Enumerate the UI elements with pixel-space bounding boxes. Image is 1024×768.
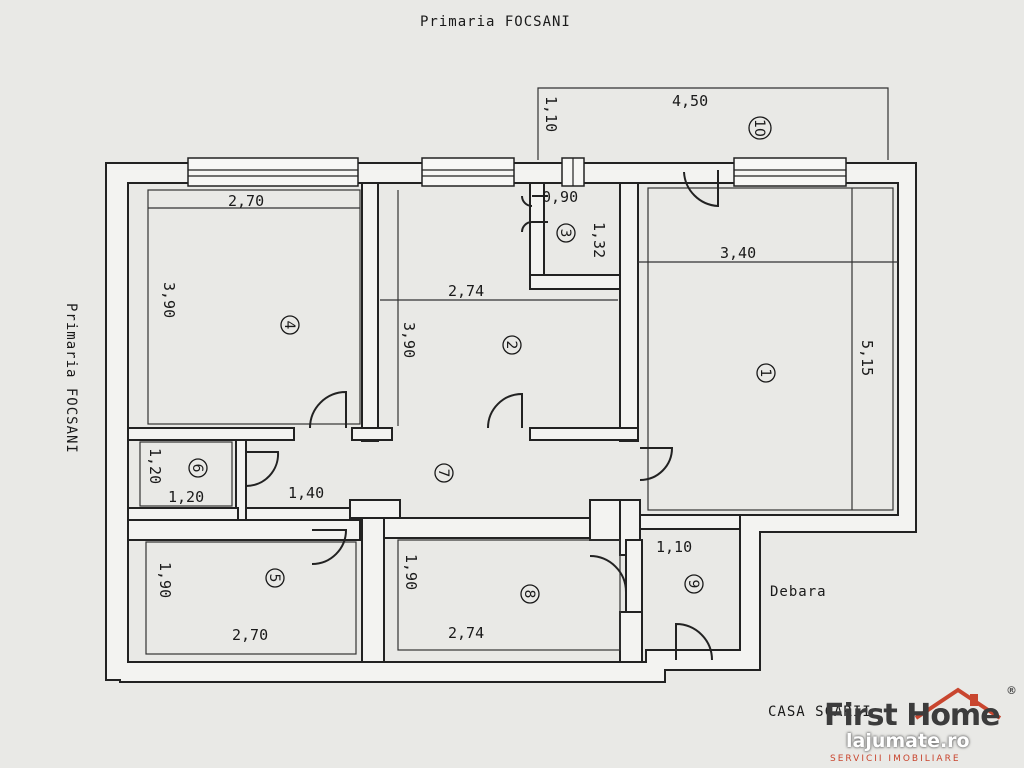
dim-room1-depth: 5,15 bbox=[858, 340, 876, 376]
brand-tagline: SERVICII IMOBILIARE bbox=[830, 754, 961, 764]
balcony-outline bbox=[537, 87, 889, 160]
svg-text:8: 8 bbox=[521, 590, 537, 599]
dim-room5-width: 2,70 bbox=[232, 626, 268, 644]
dim-room4-width: 2,70 bbox=[228, 192, 264, 210]
interior-walls bbox=[127, 182, 898, 663]
label-casa-scarii: CASA SCARII bbox=[768, 704, 872, 720]
dim-room8-depth: 1,90 bbox=[402, 554, 420, 590]
svg-text:6: 6 bbox=[189, 464, 205, 473]
room-number-5: 5 bbox=[265, 568, 285, 588]
window-room3 bbox=[561, 157, 585, 187]
svg-text:2: 2 bbox=[503, 341, 519, 350]
svg-text:5: 5 bbox=[266, 574, 282, 583]
dim-room3-depth: 1,32 bbox=[590, 222, 608, 258]
brand-registered-mark: ® bbox=[1006, 684, 1017, 697]
label-top-neighbor: Primaria FOCSANI bbox=[420, 14, 571, 30]
svg-text:4: 4 bbox=[281, 321, 297, 330]
brand-logo-house bbox=[914, 687, 1002, 720]
dim-room2-width: 2,74 bbox=[448, 282, 484, 300]
brand-watermark: lajumate.ro bbox=[846, 730, 970, 752]
svg-text:1: 1 bbox=[757, 369, 773, 378]
dim-room1-width: 3,40 bbox=[720, 244, 756, 262]
room-number-3: 3 bbox=[556, 223, 576, 243]
brand-name: First Home bbox=[824, 698, 1001, 733]
dim-room6-width: 1,20 bbox=[168, 488, 204, 506]
svg-text:10: 10 bbox=[751, 119, 767, 137]
door-balcony bbox=[683, 170, 719, 208]
dim-room5-depth: 1,90 bbox=[156, 562, 174, 598]
door-room3 bbox=[521, 195, 548, 233]
outer-wall bbox=[105, 162, 917, 683]
room-number-7: 7 bbox=[434, 463, 454, 483]
dim-room8-width: 2,74 bbox=[448, 624, 484, 642]
door-room8 bbox=[589, 555, 627, 593]
room-number-1: 1 bbox=[756, 363, 776, 383]
door-room2 bbox=[487, 392, 523, 429]
label-debara: Debara bbox=[770, 584, 827, 600]
room-number-6: 6 bbox=[188, 458, 208, 478]
door-room4 bbox=[309, 390, 347, 429]
label-left-neighbor: Primaria FOCSANI bbox=[63, 303, 79, 454]
svg-text:3: 3 bbox=[557, 229, 573, 238]
dim-hall-width: 1,40 bbox=[288, 484, 324, 502]
dim-room2-depth: 3,90 bbox=[400, 322, 418, 358]
door-room9 bbox=[675, 622, 713, 661]
dim-room9-width: 1,10 bbox=[656, 538, 692, 556]
dim-balcony-depth: 1,10 bbox=[542, 96, 560, 132]
room-number-9: 9 bbox=[684, 574, 704, 594]
svg-text:9: 9 bbox=[685, 580, 701, 589]
room-number-10: 10 bbox=[748, 116, 772, 140]
door-room6 bbox=[245, 451, 280, 488]
door-room1 bbox=[639, 447, 674, 481]
window-room4 bbox=[187, 157, 359, 187]
window-room2 bbox=[421, 157, 515, 187]
dim-room6-depth: 1,20 bbox=[146, 448, 164, 484]
room-number-2: 2 bbox=[502, 335, 522, 355]
dim-room4-depth: 3,90 bbox=[160, 282, 178, 318]
dim-room3-width: 0,90 bbox=[542, 188, 578, 206]
dim-balcony-length: 4,50 bbox=[672, 92, 708, 110]
brand-block: ® First Home lajumate.ro SERVICII IMOBIL… bbox=[780, 684, 1020, 766]
window-room1 bbox=[733, 157, 847, 187]
room-number-8: 8 bbox=[520, 584, 540, 604]
room-number-4: 4 bbox=[280, 315, 300, 335]
door-room5 bbox=[311, 529, 348, 565]
svg-text:7: 7 bbox=[435, 469, 451, 478]
